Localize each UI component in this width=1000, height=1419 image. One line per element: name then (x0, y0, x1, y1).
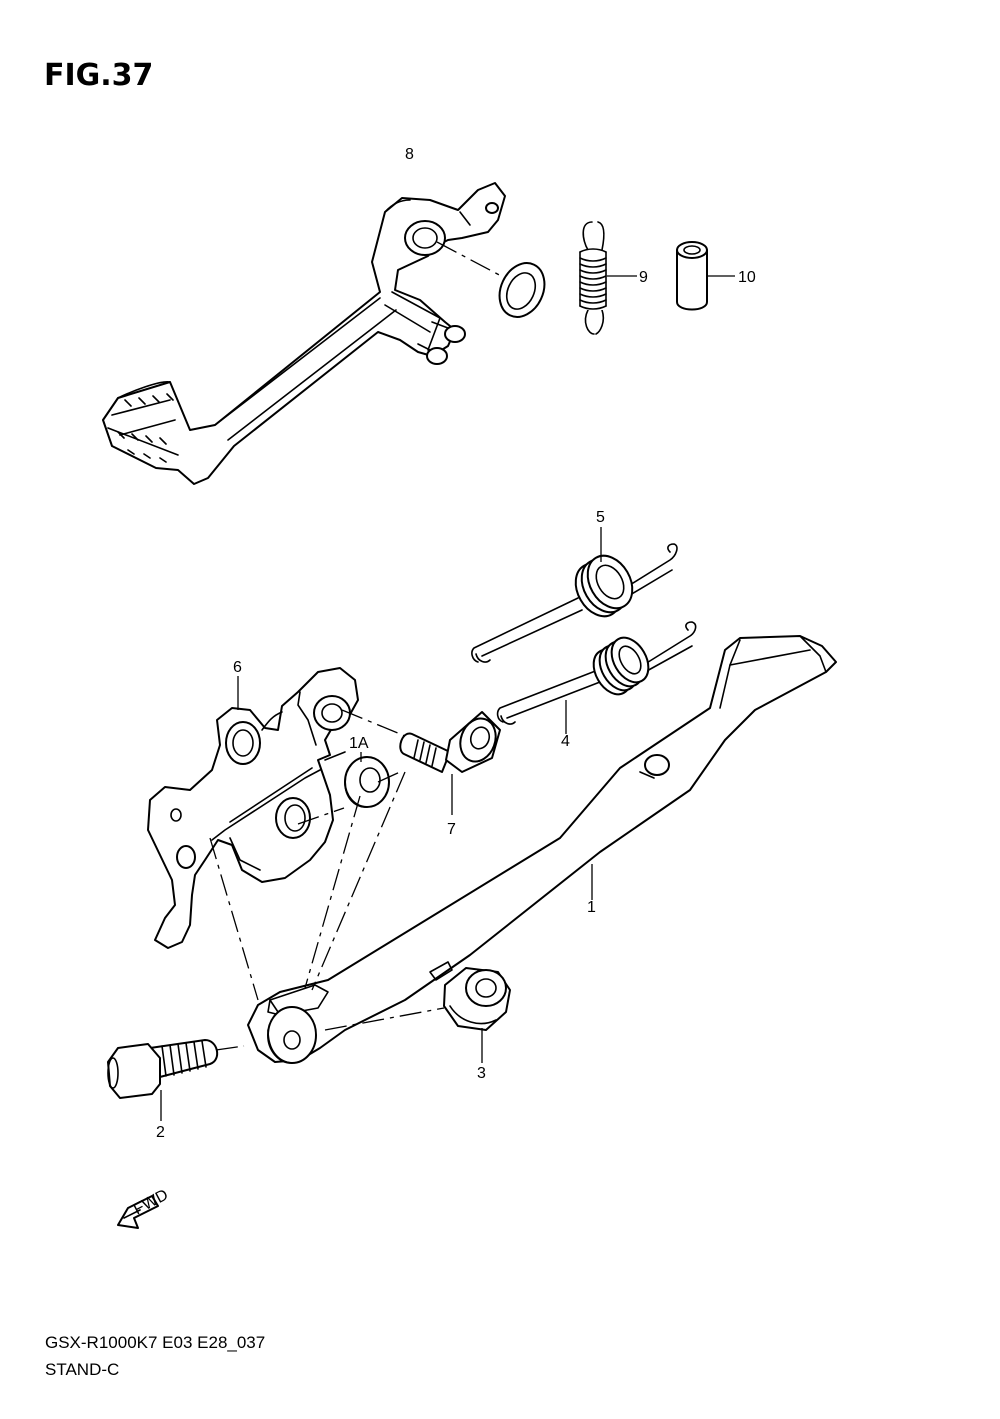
callout-1a: 1A (349, 735, 369, 752)
part-8-washer[interactable] (491, 256, 553, 325)
fwd-arrow-icon: FWD (117, 1186, 171, 1229)
part-8-lever[interactable] (102, 182, 506, 485)
figure-title: FIG.37 (44, 58, 154, 93)
callout-3: 3 (477, 1065, 486, 1082)
part-3-nut[interactable] (443, 967, 511, 1031)
callout-5: 5 (596, 509, 605, 526)
callout-7: 7 (447, 821, 456, 838)
callout-2: 2 (156, 1124, 165, 1141)
callout-8: 8 (405, 146, 414, 163)
part-2-bolt[interactable] (107, 1039, 219, 1099)
model-code: GSX-R1000K7 E03 E28_037 (45, 1333, 266, 1352)
callout-1: 1 (587, 899, 596, 916)
callout-4: 4 (561, 733, 570, 750)
section-name: STAND-C (45, 1360, 120, 1379)
part-7-bolt[interactable] (399, 711, 501, 773)
callout-6: 6 (233, 659, 242, 676)
part-6-bracket[interactable] (147, 667, 359, 949)
part-9-spring[interactable] (579, 221, 607, 335)
callout-9: 9 (639, 269, 648, 286)
part-5-spring[interactable] (471, 543, 678, 663)
part-1a-washer[interactable] (344, 756, 390, 808)
part-4-spring[interactable] (496, 621, 697, 725)
fwd-arrow-label: FWD (131, 1186, 171, 1218)
part-10-collar[interactable] (676, 241, 708, 311)
callout-10: 10 (738, 269, 756, 286)
part-1-side-stand[interactable] (247, 635, 837, 1064)
